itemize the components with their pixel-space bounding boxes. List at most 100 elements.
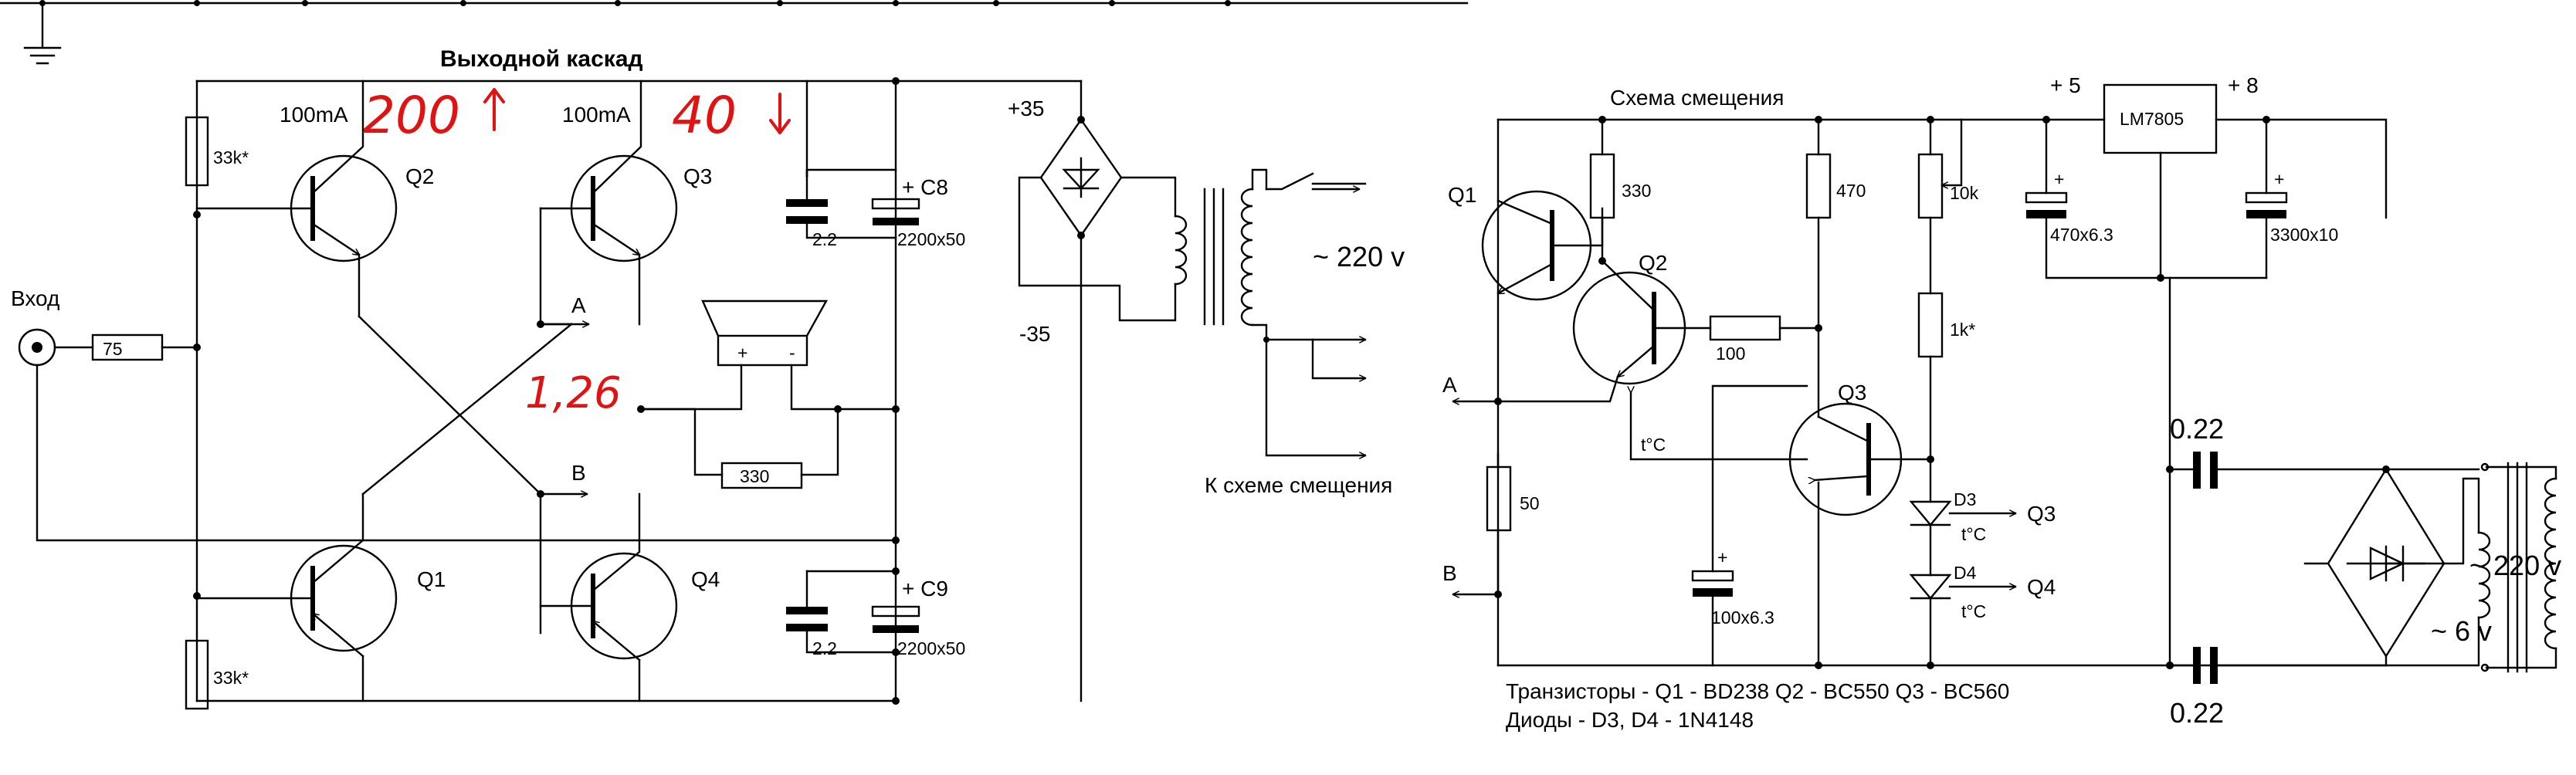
c8-value: 2200x50 <box>897 229 965 249</box>
c022-top-value: 0.22 <box>2170 413 2224 445</box>
c8-bypass: 2.2 <box>812 229 837 249</box>
transistor-q3 <box>539 80 678 326</box>
diode-d4 <box>1909 574 2017 667</box>
r-50-value: 50 <box>1520 493 1540 513</box>
c9-bypass: 2.2 <box>812 638 837 658</box>
r-lower-33k <box>185 639 209 710</box>
transformer-bias <box>2384 462 2557 673</box>
c022-bottom-value: 0.22 <box>2170 697 2224 729</box>
input-label: Вход <box>11 286 59 310</box>
temp-q2-label: t°C <box>1641 435 1666 455</box>
power-supply: +35 -35 ~ 220 v К схеме смещения <box>1008 80 1405 702</box>
bridge-rectifier <box>1039 117 1123 238</box>
cap-100-value: 100x6.3 <box>1711 607 1774 628</box>
handwritten-annotations: 200 40 1,26 <box>363 86 791 418</box>
cap-c8 <box>786 80 920 239</box>
r-load-value: 330 <box>740 466 769 486</box>
d3-temp: t°C <box>1961 524 1986 544</box>
r-10k-trim <box>1917 118 1963 295</box>
transistor-q4 <box>539 492 678 702</box>
q2-label: Q2 <box>405 164 434 188</box>
input-jack <box>18 328 900 544</box>
bias-q1-label: Q1 <box>1448 183 1476 207</box>
bias-link-label: К схеме смещения <box>1205 473 1392 497</box>
cap-3300-plus: + <box>2274 169 2284 189</box>
bridge-rectifier-bias <box>2327 467 2446 667</box>
q3-current: 100mA <box>562 103 631 127</box>
speaker-minus: - <box>789 343 795 363</box>
r-lower-value: 33k* <box>213 668 249 688</box>
bias-q1 <box>1481 190 1604 301</box>
note-diodes: Диоды - D3, D4 - 1N4148 <box>1506 708 1754 732</box>
bias-title: Схема смещения <box>1610 86 1784 110</box>
r-1k-value: 1k* <box>1950 320 1975 340</box>
r-upper-33k <box>185 116 209 187</box>
c9-value: 2200x50 <box>897 638 965 658</box>
cap-470-value: 470x6.3 <box>2050 225 2113 245</box>
cap-022-top <box>2168 452 2388 489</box>
cap-3300x10 <box>2245 118 2288 279</box>
cap-470-plus: + <box>2054 169 2064 189</box>
plus-35-label: +35 <box>1008 96 1045 120</box>
speaker <box>637 300 900 413</box>
speaker-plus: + <box>737 343 747 363</box>
transistor-q1 <box>195 492 398 702</box>
d3-label: D3 <box>1954 489 1976 509</box>
cap-c9 <box>786 567 920 656</box>
handwritten-200: 200 <box>363 86 460 145</box>
bias-q3-label: Q3 <box>1838 381 1866 404</box>
cap-3300-value: 3300x10 <box>2270 225 2338 245</box>
d4-temp: t°C <box>1961 601 1986 621</box>
r-load-330 <box>720 462 803 489</box>
regulator-label: LM7805 <box>2120 109 2184 129</box>
mains-label: ~ 220 v <box>1313 241 1405 272</box>
r-100 <box>1709 315 1781 341</box>
r-330-value: 330 <box>1622 181 1651 201</box>
d4-label: D4 <box>1954 563 1977 583</box>
r-470-value: 470 <box>1836 181 1866 201</box>
q1-label: Q1 <box>417 567 446 591</box>
r-input-value: 75 <box>103 339 123 359</box>
d4-target: Q4 <box>2027 575 2056 599</box>
plus-5-label: + 5 <box>2050 73 2081 97</box>
note-transistors: Транзисторы - Q1 - BD238 Q2 - BC550 Q3 -… <box>1506 679 2009 703</box>
bias-q2 <box>1496 259 1712 403</box>
bias-node-a: A <box>1442 373 1457 397</box>
c8-label: + C8 <box>902 175 948 199</box>
handwritten-40: 40 <box>672 86 737 145</box>
output-stage-title: Выходной каскад <box>440 46 643 72</box>
bias-q3 <box>1788 402 1932 667</box>
bias-node-b: B <box>1442 561 1457 585</box>
bias-circuit: Схема смещения Q1 330 <box>1442 73 2561 732</box>
r-upper-value: 33k* <box>213 147 249 168</box>
r-10k-value: 10k <box>1950 183 1979 203</box>
transformer-main <box>1174 168 1367 455</box>
d3-target: Q3 <box>2027 502 2056 526</box>
r-470 <box>1805 153 1832 219</box>
bias-q2-label: Q2 <box>1639 251 1667 275</box>
handwritten-1-26: 1,26 <box>525 368 622 418</box>
cap-022-bottom <box>2168 647 2388 684</box>
transistor-q2 <box>195 80 398 318</box>
diode-d3 <box>1909 500 2017 577</box>
q2-current: 100mA <box>280 103 348 127</box>
node-a-label: A <box>571 293 586 317</box>
node-b-label: B <box>571 461 586 485</box>
c9-label: + C9 <box>902 577 948 601</box>
q4-label: Q4 <box>691 567 720 591</box>
cap-470x6-3 <box>2025 118 2268 279</box>
secondary-voltage-label: ~ 6 v <box>2431 615 2492 647</box>
arrow-down-icon <box>769 93 791 134</box>
q3-label: Q3 <box>683 164 712 188</box>
cap-100x6-3 <box>1691 384 1808 667</box>
plus-8-label: + 8 <box>2228 73 2259 97</box>
bias-mains-label: ~ 220 v <box>2469 550 2561 581</box>
minus-35-label: -35 <box>1019 322 1050 346</box>
cap-100-plus: + <box>1717 547 1727 567</box>
arrow-up-icon <box>483 88 505 131</box>
output-stage: Выходной каскад Вход 75 33k* 33k* <box>11 46 1083 710</box>
top-bus-fragment <box>0 0 1469 65</box>
r-100-value: 100 <box>1716 344 1745 364</box>
r-1k <box>1917 292 1944 358</box>
